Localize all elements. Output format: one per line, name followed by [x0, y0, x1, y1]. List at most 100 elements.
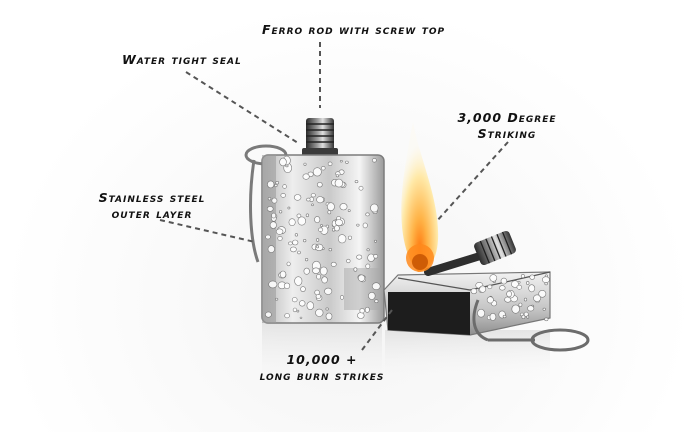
- water-droplet: [283, 282, 291, 289]
- water-droplet: [296, 213, 302, 218]
- water-droplet: [291, 297, 298, 303]
- water-droplet: [282, 184, 287, 189]
- water-droplet: [339, 295, 344, 300]
- water-droplet: [327, 210, 332, 215]
- water-droplet: [364, 306, 370, 313]
- water-droplet: [288, 218, 296, 226]
- water-droplet: [470, 288, 478, 295]
- water-droplet: [303, 162, 307, 166]
- water-droplet: [339, 160, 343, 163]
- water-droplet: [271, 197, 278, 204]
- water-droplet: [499, 285, 506, 291]
- water-droplet: [334, 225, 340, 232]
- water-droplet: [287, 206, 291, 210]
- water-droplet: [268, 280, 278, 289]
- water-droplet: [275, 228, 284, 235]
- water-droplet: [359, 308, 365, 314]
- water-droplet: [274, 183, 278, 188]
- water-droplet: [292, 307, 298, 313]
- water-droplet: [315, 308, 324, 317]
- ferro-rod-striking: [424, 230, 516, 276]
- water-droplet: [279, 157, 287, 167]
- water-droplet: [311, 203, 314, 207]
- water-droplet: [489, 274, 498, 282]
- water-droplet: [526, 315, 530, 319]
- callout-strikes: 10,000 + long burn strikes: [232, 352, 412, 384]
- leader-lines: [159, 42, 509, 351]
- callout-strikes-line1: 10,000 +: [286, 352, 358, 367]
- water-droplet: [517, 280, 521, 284]
- water-droplet: [275, 297, 279, 301]
- water-droplet: [357, 274, 365, 282]
- water-droplet: [280, 193, 286, 198]
- lighter-body-left: [261, 154, 385, 324]
- water-droplet: [305, 258, 309, 262]
- water-droplet: [279, 210, 283, 214]
- water-droplet: [265, 234, 271, 240]
- water-droplet: [334, 219, 343, 226]
- water-droplet: [533, 294, 541, 302]
- water-droplet: [312, 267, 320, 274]
- water-droplet: [542, 276, 550, 284]
- water-droplet: [286, 261, 291, 267]
- water-droplet: [303, 239, 307, 243]
- water-droplet: [306, 301, 314, 311]
- water-droplet: [267, 245, 275, 253]
- water-droplet: [365, 212, 370, 217]
- water-droplet: [489, 312, 497, 321]
- water-droplet: [299, 300, 306, 307]
- water-droplet: [310, 193, 316, 198]
- water-droplet: [306, 197, 311, 202]
- water-droplet: [318, 227, 324, 232]
- water-droplet: [334, 178, 344, 188]
- water-droplet: [337, 234, 347, 244]
- leader-degree: [435, 141, 509, 223]
- water-droplet: [516, 284, 522, 290]
- screw-cap: [302, 118, 338, 158]
- water-droplet: [303, 267, 310, 275]
- water-droplet: [320, 224, 323, 227]
- water-droplet: [266, 206, 274, 212]
- water-droplet: [327, 161, 333, 167]
- water-droplet: [300, 286, 306, 292]
- water-droplet: [368, 291, 376, 300]
- water-droplet: [347, 209, 351, 213]
- water-droplet: [362, 222, 368, 229]
- callout-degree-line1: 3,000 Degree: [457, 110, 557, 125]
- water-droplet: [502, 314, 507, 319]
- water-droplet: [487, 284, 493, 290]
- water-droplet: [288, 241, 293, 246]
- water-droplet: [370, 203, 379, 213]
- water-droplet: [292, 239, 299, 246]
- water-droplet: [358, 185, 364, 191]
- water-droplet: [520, 274, 525, 279]
- water-droplet: [365, 263, 371, 269]
- water-droplet: [316, 274, 321, 280]
- water-droplet: [294, 276, 303, 286]
- water-droplet: [335, 174, 340, 178]
- water-droplet: [374, 239, 377, 243]
- lighter-body-right: [383, 271, 551, 336]
- water-droplet: [312, 167, 322, 177]
- water-droplet: [275, 181, 280, 185]
- water-droplet: [346, 258, 351, 264]
- water-droplet: [279, 270, 287, 279]
- water-droplet: [316, 245, 320, 249]
- water-droplet: [265, 311, 272, 318]
- water-droplet: [523, 297, 528, 302]
- callout-degree-line2: Striking: [477, 126, 537, 141]
- callout-stainless: Stainless steel outer layer: [82, 190, 222, 222]
- water-droplet: [267, 197, 272, 201]
- water-droplet: [527, 305, 535, 312]
- water-droplet: [314, 289, 320, 296]
- key-ring-right: [472, 299, 590, 352]
- water-droplet: [316, 196, 324, 204]
- water-droplet: [267, 180, 275, 189]
- water-droplet: [296, 309, 300, 313]
- water-droplet: [506, 290, 512, 298]
- water-droplet: [290, 246, 297, 253]
- water-droplet: [371, 282, 381, 291]
- water-droplet: [297, 250, 301, 255]
- water-droplet: [339, 203, 348, 211]
